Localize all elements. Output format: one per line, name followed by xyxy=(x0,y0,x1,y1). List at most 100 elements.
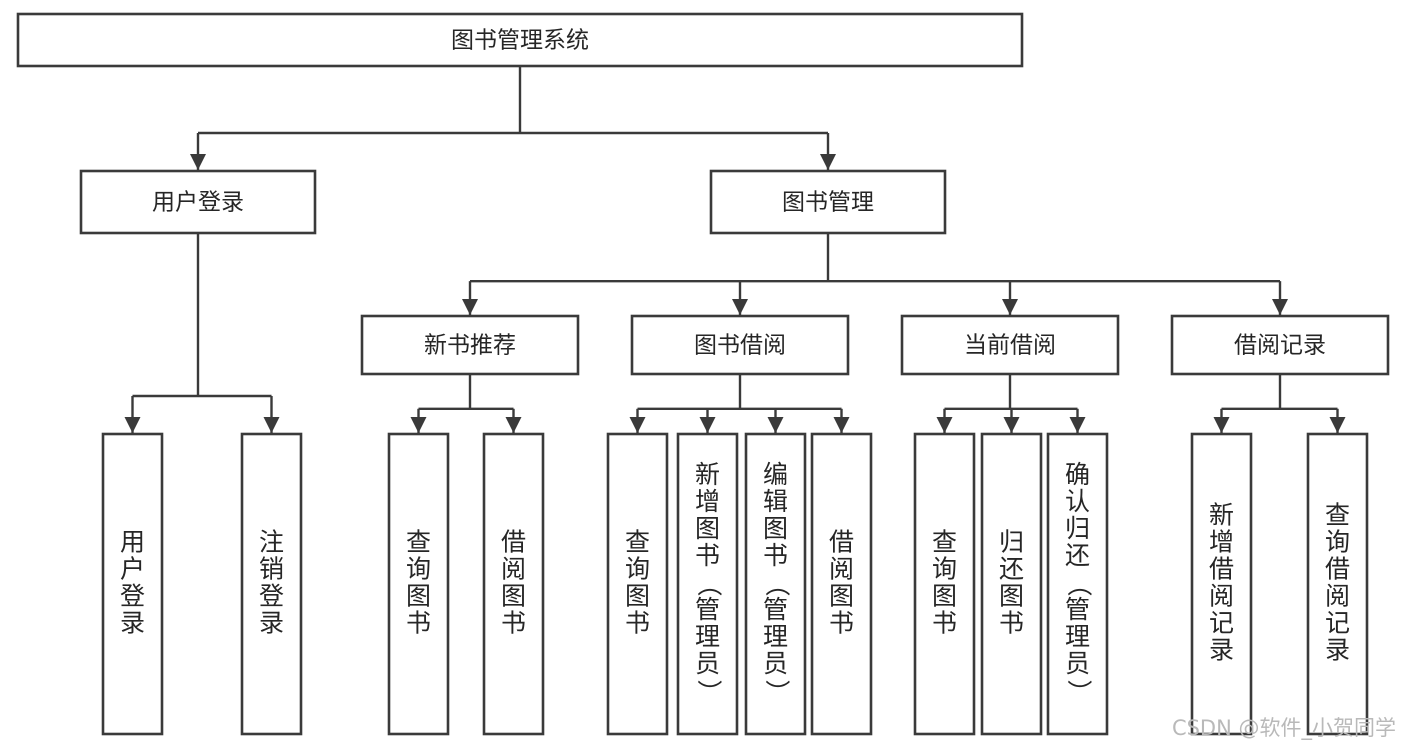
node-label-char: 图 xyxy=(695,514,720,543)
node-label-char: 新 xyxy=(1209,501,1234,530)
node-label-char: 员 xyxy=(1065,649,1090,678)
node-borrow[interactable]: 图书借阅 xyxy=(630,314,850,376)
node-leaf-user-login[interactable]: 用户登录 xyxy=(101,432,164,736)
connector-layer xyxy=(124,66,1346,433)
arrowhead-icon xyxy=(1069,417,1086,433)
node-label-char: 查 xyxy=(932,528,957,557)
node-label-char: 新 xyxy=(695,460,720,489)
node-layer: 图书管理系统用户登录图书管理新书推荐图书借阅当前借阅借阅记录用户登录注销登录查询… xyxy=(16,12,1390,736)
node-label-bookmgmt: 图书管理 xyxy=(782,190,874,216)
arrowhead-icon xyxy=(1329,417,1346,433)
node-current[interactable]: 当前借阅 xyxy=(900,314,1120,376)
node-box-borrow xyxy=(630,314,850,376)
node-box-leaf-new-borrow xyxy=(482,432,545,736)
node-label-char: 辑 xyxy=(763,487,788,516)
node-label-char: 记 xyxy=(1209,609,1234,638)
node-box-leaf-borrow-query xyxy=(606,432,669,736)
node-label-char: ） xyxy=(763,679,792,704)
node-label-char: 录 xyxy=(259,609,284,638)
node-label-char: 员 xyxy=(763,649,788,678)
node-bookmgmt[interactable]: 图书管理 xyxy=(709,169,947,235)
node-label-char: ） xyxy=(695,679,724,704)
node-label-char: 图 xyxy=(406,582,431,611)
node-label-char: 阅 xyxy=(501,555,526,584)
node-label-char: （ xyxy=(1065,571,1094,596)
node-box-leaf-user-logout xyxy=(240,432,303,736)
arrowhead-icon xyxy=(1003,417,1020,433)
node-label-char: 阅 xyxy=(829,555,854,584)
node-label-char: 书 xyxy=(501,609,526,638)
node-label-char: 询 xyxy=(1325,528,1350,557)
arrowhead-icon xyxy=(820,154,836,170)
node-label-root: 图书管理系统 xyxy=(451,28,589,54)
node-label-char: 增 xyxy=(695,487,720,516)
node-box-current xyxy=(900,314,1120,376)
node-label-char: 理 xyxy=(763,622,788,651)
node-label-char: 录 xyxy=(120,609,145,638)
node-box-leaf-cur-query xyxy=(913,432,976,736)
node-newbook[interactable]: 新书推荐 xyxy=(360,314,580,376)
node-label-char: 管 xyxy=(695,595,720,624)
node-root[interactable]: 图书管理系统 xyxy=(16,12,1024,68)
node-label-char: 书 xyxy=(406,609,431,638)
arrowhead-icon xyxy=(190,154,206,170)
arrowhead-icon xyxy=(462,299,478,315)
node-label-char: 销 xyxy=(259,555,284,584)
node-label-char: 图 xyxy=(829,582,854,611)
node-label-char: 编 xyxy=(763,460,788,489)
node-box-leaf-borrow-add xyxy=(676,432,739,736)
node-label-char: 录 xyxy=(1325,636,1350,665)
arrowhead-icon xyxy=(1002,299,1018,315)
arrowhead-icon xyxy=(505,417,522,433)
node-label-records: 借阅记录 xyxy=(1234,333,1326,359)
node-label-char: 借 xyxy=(1325,555,1350,584)
node-label-char: 询 xyxy=(406,555,431,584)
arrowhead-icon xyxy=(833,417,850,433)
node-label-char: 登 xyxy=(120,582,145,611)
node-label-char: 书 xyxy=(829,609,854,638)
node-label-char: 阅 xyxy=(1325,582,1350,611)
node-label-char: 认 xyxy=(1065,487,1090,516)
node-label-char: 查 xyxy=(406,528,431,557)
arrowhead-icon xyxy=(410,417,427,433)
watermark-label: CSDN @软件_小贺同学 xyxy=(1172,716,1396,741)
node-label-char: 书 xyxy=(763,541,788,570)
arrowhead-icon xyxy=(263,417,280,433)
node-label-char: 借 xyxy=(1209,555,1234,584)
node-box-leaf-cur-confirm xyxy=(1046,432,1109,736)
node-box-leaf-cur-return xyxy=(980,432,1043,736)
node-box-leaf-rec-add xyxy=(1190,432,1253,736)
node-label-char: （ xyxy=(695,571,724,596)
arrowhead-icon xyxy=(124,417,141,433)
node-label-newbook: 新书推荐 xyxy=(424,333,516,359)
node-label-current: 当前借阅 xyxy=(964,333,1056,359)
node-box-leaf-rec-query xyxy=(1306,432,1369,736)
node-label-char: 理 xyxy=(1065,622,1090,651)
node-box-bookmgmt xyxy=(709,169,947,235)
node-box-leaf-borrow-edit xyxy=(744,432,807,736)
node-box-root xyxy=(16,12,1024,68)
node-label-char: 增 xyxy=(1209,528,1234,557)
node-records[interactable]: 借阅记录 xyxy=(1170,314,1390,376)
node-label-char: 归 xyxy=(1065,514,1090,543)
node-label-char: 书 xyxy=(932,609,957,638)
node-label-char: 还 xyxy=(999,555,1024,584)
node-label-char: 记 xyxy=(1325,609,1350,638)
node-box-leaf-borrow-lend xyxy=(810,432,873,736)
node-label-char: ） xyxy=(1065,679,1094,704)
node-label-char: 查 xyxy=(1325,501,1350,530)
node-login[interactable]: 用户登录 xyxy=(79,169,317,235)
